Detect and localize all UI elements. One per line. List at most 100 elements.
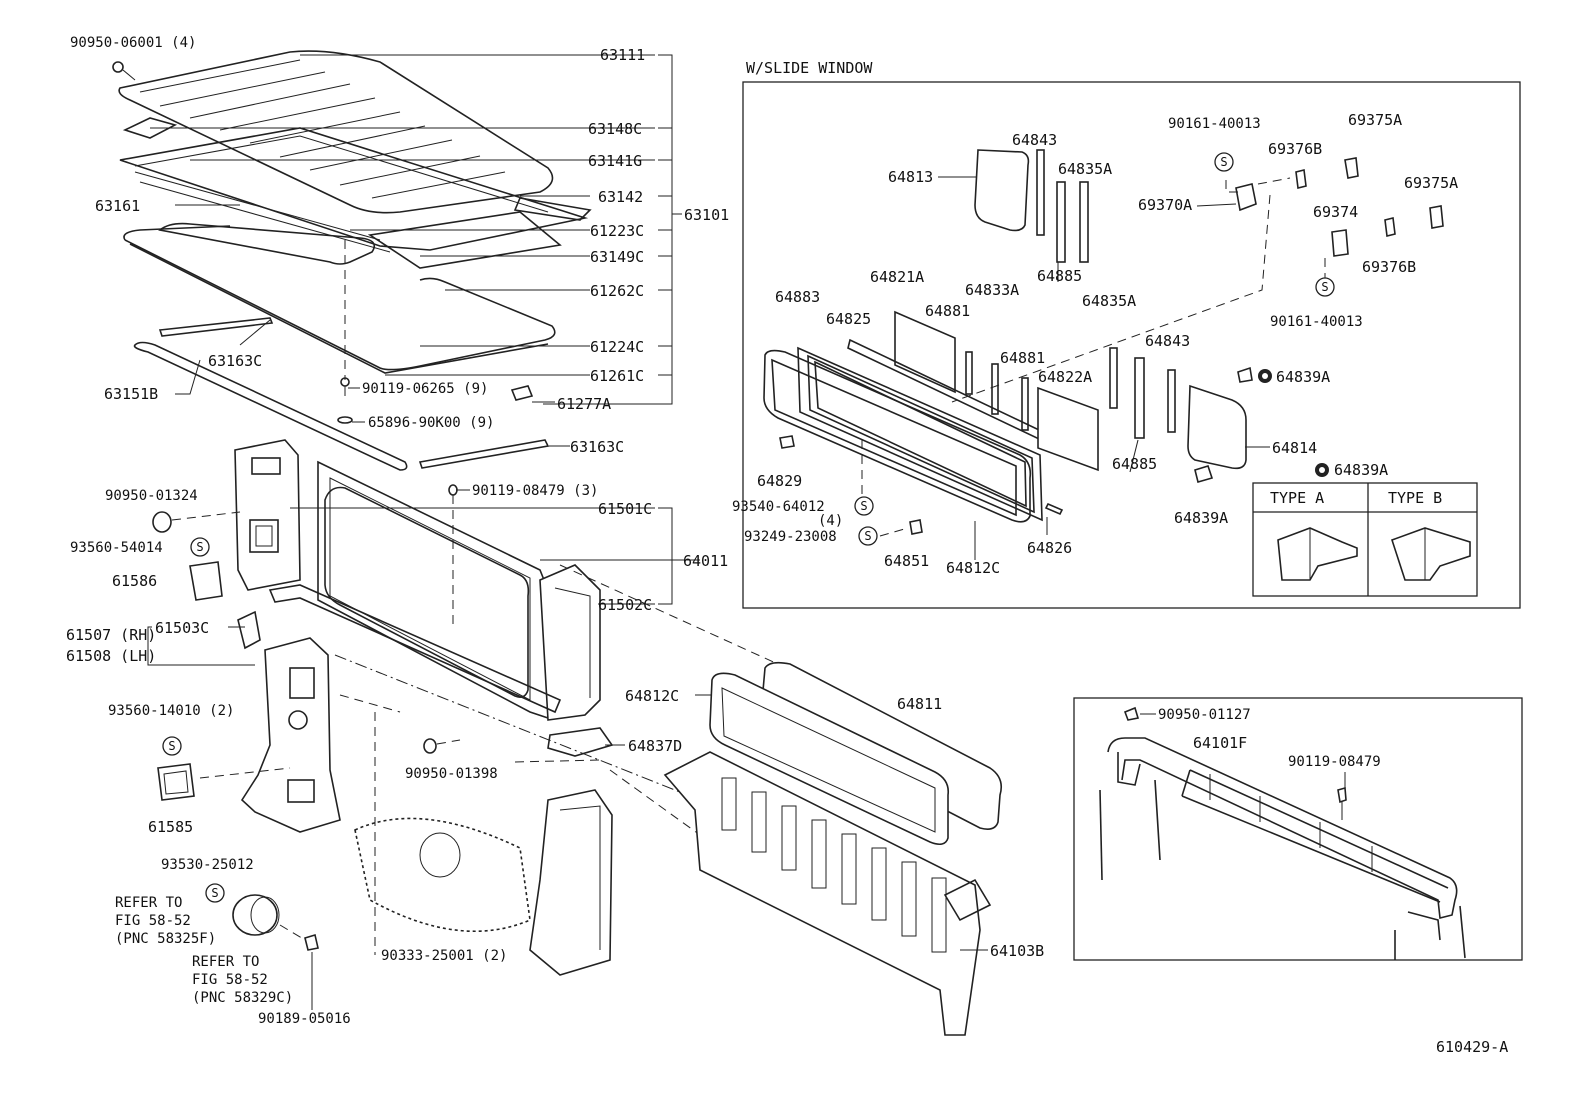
label: 61507 (RH) (66, 626, 156, 644)
label: 61585 (148, 818, 193, 836)
label: 69376B (1362, 258, 1416, 276)
rear-frame-assembly (663, 661, 1003, 1036)
label: 64835A (1082, 292, 1136, 310)
rail-inset (1073, 697, 1523, 961)
label: 61223C (590, 222, 644, 240)
label: 64837D (628, 737, 682, 755)
svg-text:S: S (211, 886, 218, 900)
label: 61502C (598, 596, 652, 614)
svg-text:S: S (168, 739, 175, 753)
label: 65896-90K00 (9) (368, 415, 494, 431)
label: 64812C (946, 559, 1000, 577)
s-symbol: S (190, 537, 210, 557)
label: 69375A (1404, 174, 1458, 192)
label: 64103B (990, 942, 1044, 960)
bullet-marker (1258, 369, 1272, 383)
label: 93540-64012 (732, 499, 825, 515)
label: 63101 (684, 206, 729, 224)
svg-text:S: S (1321, 280, 1328, 294)
label: 69370A (1138, 196, 1192, 214)
svg-text:S: S (196, 540, 203, 554)
label: 69375A (1348, 111, 1402, 129)
label: 90119-06265 (9) (362, 381, 488, 397)
label: 90119-08479 (3) (472, 483, 598, 499)
inset-title: W/SLIDE WINDOW (746, 59, 873, 77)
label: 61501C (598, 500, 652, 518)
s-symbol: S (1214, 152, 1234, 172)
label: 64839A (1174, 509, 1228, 527)
label: 61508 (LH) (66, 647, 156, 665)
label: 69374 (1313, 203, 1358, 221)
label: 64885 (1112, 455, 1157, 473)
label: 64829 (757, 472, 802, 490)
symbol-markers: S S S S S S S (162, 152, 1335, 903)
label: 90161-40013 (1270, 314, 1363, 330)
note-line: (PNC 58329C) (192, 990, 293, 1006)
label: 64835A (1058, 160, 1112, 178)
leader-lines (147, 54, 988, 951)
s-symbol: S (205, 883, 225, 903)
label: 90950-01127 (1158, 707, 1251, 723)
roof-assembly (112, 50, 592, 471)
label: 63163C (208, 352, 262, 370)
label: 64851 (884, 552, 929, 570)
label: 61262C (590, 282, 644, 300)
label: 90189-05016 (258, 1011, 351, 1027)
label: 63161 (95, 197, 140, 215)
label: 63142 (598, 188, 643, 206)
note-line: (PNC 58325F) (115, 931, 216, 947)
note-line: REFER TO (192, 954, 259, 970)
label: 61261C (590, 367, 644, 385)
s-symbol: S (1315, 277, 1335, 297)
label: 90950-01398 (405, 766, 498, 782)
label: 64011 (683, 552, 728, 570)
label: 64826 (1027, 539, 1072, 557)
label: 63151B (104, 385, 158, 403)
label: 90333-25001 (2) (381, 948, 507, 964)
label: 93560-14010 (2) (108, 703, 234, 719)
svg-text:S: S (864, 529, 871, 543)
label: 64821A (870, 268, 924, 286)
note-line: REFER TO (115, 895, 182, 911)
part-labels: 90950-06001 (4) 63111 63148C 63141G 6314… (66, 35, 1508, 1056)
label: 61224C (590, 338, 644, 356)
back-panel-assembly (152, 439, 781, 1010)
label: 64839A (1276, 368, 1330, 386)
slide-window-inset (742, 81, 1521, 609)
label: 61586 (112, 572, 157, 590)
label: 63141G (588, 152, 642, 170)
svg-text:S: S (1220, 155, 1227, 169)
label: 90950-06001 (4) (70, 35, 196, 51)
label: 64813 (888, 168, 933, 186)
label: 64825 (826, 310, 871, 328)
label: 93560-54014 (70, 540, 163, 556)
label: 64843 (1012, 131, 1057, 149)
type-b-label: TYPE B (1388, 489, 1442, 507)
label: 64811 (897, 695, 942, 713)
label: 90119-08479 (1288, 754, 1381, 770)
label: 64822A (1038, 368, 1092, 386)
s-symbol: S (854, 496, 874, 516)
label: 64101F (1193, 734, 1247, 752)
label: 64883 (775, 288, 820, 306)
diagram-id: 610429-A (1436, 1038, 1508, 1056)
label: 64839A (1334, 461, 1388, 479)
s-symbol: S (858, 526, 878, 546)
label: 61277A (557, 395, 611, 413)
label: 64843 (1145, 332, 1190, 350)
label: 93249-23008 (744, 529, 837, 545)
label: 69376B (1268, 140, 1322, 158)
label: 64881 (925, 302, 970, 320)
label: 63111 (600, 46, 645, 64)
label: 64814 (1272, 439, 1317, 457)
s-symbol: S (162, 736, 182, 756)
label: 64885 (1037, 267, 1082, 285)
label: 64833A (965, 281, 1019, 299)
roof-panel-shape (118, 50, 554, 214)
label: 64812C (625, 687, 679, 705)
label: 61503C (155, 619, 209, 637)
label: 90950-01324 (105, 488, 198, 504)
label: 63149C (590, 248, 644, 266)
type-a-label: TYPE A (1270, 489, 1324, 507)
